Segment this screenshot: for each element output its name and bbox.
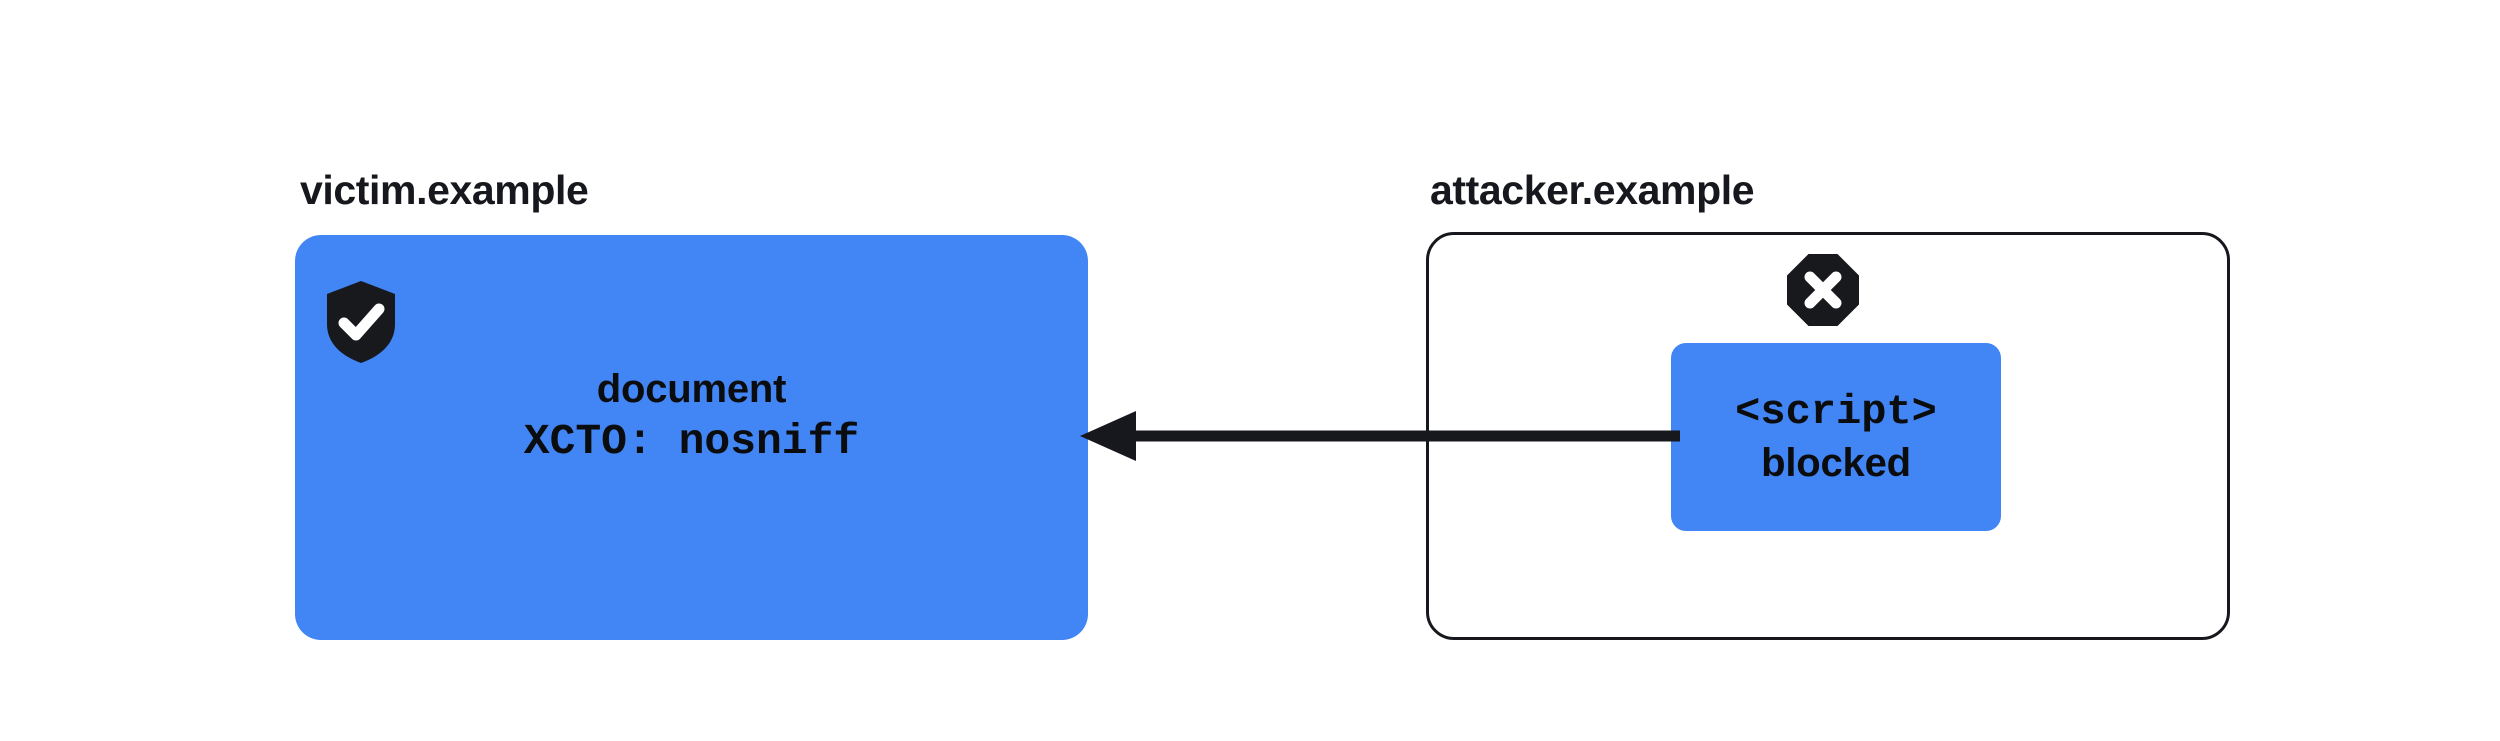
attacker-origin-panel: <script> blocked [1426,232,2230,640]
script-tag-text: <script> [1735,388,1937,437]
document-title-text: document [596,367,787,411]
victim-document-text: document XCTO: nosniff [295,366,1088,468]
shield-check-icon [325,280,397,364]
document-header-text: XCTO: nosniff [523,417,860,467]
victim-document-panel: document XCTO: nosniff [295,235,1088,640]
script-state-text: blocked [1761,440,1911,485]
attacker-origin-label: attacker.example [1430,167,1755,213]
blocked-script-request-arrow [1070,405,1680,467]
octagon-x-icon [1786,253,1860,327]
victim-origin-label: victim.example [300,167,589,213]
script-chip: <script> blocked [1671,343,2001,531]
